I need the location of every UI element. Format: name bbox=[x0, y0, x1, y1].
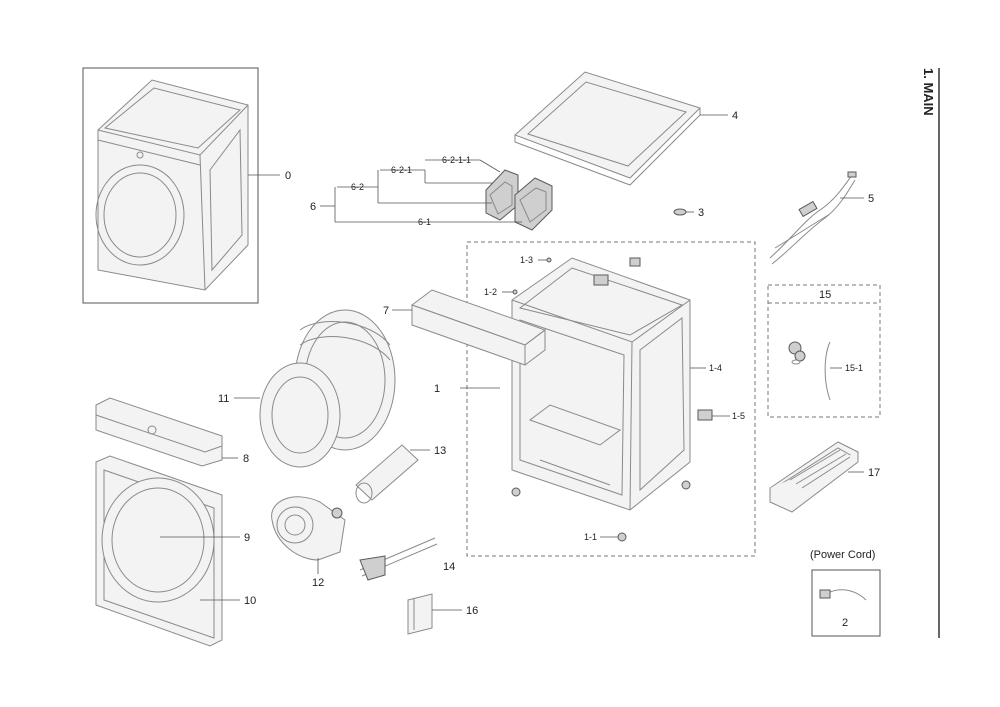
label-0: 0 bbox=[285, 170, 291, 182]
part-6-pcb-assembly bbox=[485, 169, 553, 231]
part-13-duct bbox=[355, 444, 419, 504]
label-11: 11 bbox=[218, 393, 229, 405]
label-6-1: 6-1 bbox=[418, 217, 431, 227]
label-6: 6 bbox=[310, 201, 316, 213]
section-title: 1. MAIN bbox=[921, 68, 936, 116]
label-5: 5 bbox=[868, 193, 874, 205]
part-12-blower bbox=[271, 496, 346, 561]
part-11-drum bbox=[259, 309, 396, 468]
part-16-bracket bbox=[407, 593, 433, 635]
power-cord-caption: (Power Cord) bbox=[810, 549, 875, 561]
part-1-5-valve bbox=[697, 409, 713, 421]
hose-kit-group-box bbox=[767, 284, 881, 418]
label-7: 7 bbox=[383, 305, 389, 317]
label-4: 4 bbox=[732, 110, 738, 122]
power-cord-box bbox=[811, 569, 881, 637]
label-10: 10 bbox=[244, 595, 256, 607]
label-1-5: 1-5 bbox=[732, 411, 745, 421]
part-17-filter bbox=[769, 441, 859, 513]
label-6-2-1-1: 6-2-1-1 bbox=[442, 155, 471, 165]
label-12: 12 bbox=[312, 577, 324, 589]
label-16: 16 bbox=[466, 605, 478, 617]
part-4-top-panel bbox=[514, 71, 701, 186]
label-1: 1 bbox=[434, 383, 440, 395]
label-1-3: 1-3 bbox=[520, 255, 533, 265]
label-1-4: 1-4 bbox=[709, 363, 722, 373]
part-1-3-screw bbox=[546, 257, 552, 263]
part-0-dryer-assembly bbox=[82, 67, 259, 304]
label-15: 15 bbox=[819, 289, 831, 301]
label-6-2-1: 6-2-1 bbox=[391, 165, 412, 175]
label-14: 14 bbox=[443, 561, 455, 573]
label-1-2: 1-2 bbox=[484, 287, 497, 297]
label-6-2: 6-2 bbox=[351, 182, 364, 192]
part-1-2-screw bbox=[512, 289, 518, 295]
label-13: 13 bbox=[434, 445, 446, 457]
label-1-1: 1-1 bbox=[584, 532, 597, 542]
part-1-cabinet bbox=[511, 257, 691, 542]
label-8: 8 bbox=[243, 453, 249, 465]
part-14-heater bbox=[359, 537, 438, 581]
part-2-power-cord bbox=[819, 589, 867, 601]
part-5-wire-harness bbox=[769, 171, 857, 265]
label-9: 9 bbox=[244, 532, 250, 544]
part-9-door bbox=[101, 477, 215, 603]
label-3: 3 bbox=[698, 207, 704, 219]
label-2: 2 bbox=[842, 617, 848, 629]
cabinet-group-box bbox=[466, 241, 756, 557]
part-7-control-bracket bbox=[410, 289, 547, 366]
label-15-1: 15-1 bbox=[845, 363, 863, 373]
label-17: 17 bbox=[868, 467, 880, 479]
part-3-clip bbox=[673, 208, 687, 216]
part-15-hose-kit bbox=[788, 341, 831, 401]
part-8-control-panel bbox=[95, 397, 223, 467]
